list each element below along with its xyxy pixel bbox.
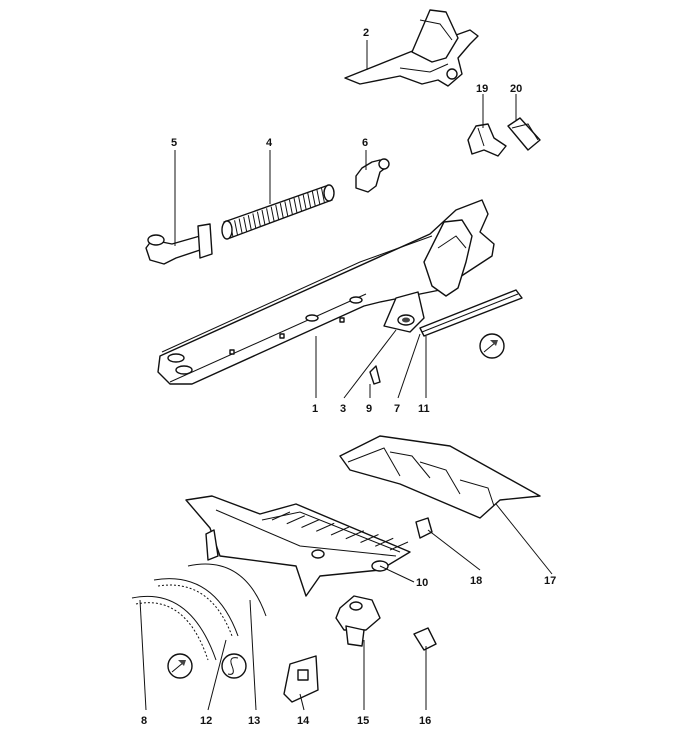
part-4-hose xyxy=(221,184,335,240)
cross-member-rib xyxy=(345,530,364,540)
label-part-16: 16 xyxy=(419,715,431,727)
part-18-bracket xyxy=(415,517,433,539)
label-part-11: 11 xyxy=(418,403,430,415)
cross-member-rib xyxy=(301,519,320,528)
part-8-seal xyxy=(131,595,217,661)
label-part-15: 15 xyxy=(357,715,369,727)
label-part-2: 2 xyxy=(363,27,369,39)
cross-member-rib xyxy=(375,537,394,547)
part-3-mount xyxy=(383,291,425,333)
label-part-1: 1 xyxy=(312,403,318,415)
part-9-tab xyxy=(369,365,381,385)
hose-rib xyxy=(238,218,243,234)
part-2-bracket xyxy=(344,9,479,87)
hose-rib xyxy=(293,197,298,214)
label-part-7: 7 xyxy=(394,403,400,415)
arrow-circle-icon xyxy=(479,333,505,359)
label-part-19: 19 xyxy=(476,83,488,95)
part-16-bracket xyxy=(413,627,437,651)
part-13-seal xyxy=(187,563,267,617)
hose-rib xyxy=(234,220,239,236)
part-10-cross-member xyxy=(185,495,411,597)
part-20-plate xyxy=(507,117,541,151)
hose-rib xyxy=(266,208,271,224)
label-part-4: 4 xyxy=(266,137,273,149)
cross-member-rib xyxy=(271,511,291,521)
cross-member-rib xyxy=(330,526,350,536)
label-part-18: 18 xyxy=(470,575,482,587)
hose-rib xyxy=(270,206,275,222)
part-1-frame-member xyxy=(157,199,495,385)
part-17-floor-panel xyxy=(339,435,541,519)
part-number-labels: 2 19 20 5 4 6 1 3 9 7 11 18 17 10 8 12 1… xyxy=(141,27,556,727)
hose-rib xyxy=(302,194,307,210)
hose-rib xyxy=(247,215,252,231)
arrow-circle-icon xyxy=(167,653,193,679)
label-part-9: 9 xyxy=(366,403,372,415)
hose-rib xyxy=(261,209,266,226)
cross-member-rib xyxy=(316,522,335,532)
label-part-13: 13 xyxy=(248,715,260,727)
hose-rib xyxy=(243,216,248,232)
part-15-bracket xyxy=(335,595,381,647)
cross-member-rib xyxy=(360,534,379,543)
part-12-seal xyxy=(153,578,239,637)
hose-rib xyxy=(256,211,261,227)
part-19-clip xyxy=(467,123,507,157)
label-part-17: 17 xyxy=(544,575,556,587)
label-part-3: 3 xyxy=(340,403,346,415)
label-part-14: 14 xyxy=(297,715,310,727)
part-11-strip xyxy=(419,289,523,337)
part-14-plate xyxy=(283,655,319,703)
label-part-10: 10 xyxy=(416,577,428,589)
hose-rib xyxy=(275,204,280,220)
label-part-20: 20 xyxy=(510,83,522,95)
leader-lines xyxy=(139,40,553,711)
hose-rib xyxy=(284,201,289,217)
cross-member-rib xyxy=(286,515,305,525)
hose-rib xyxy=(311,191,316,207)
hose-rib xyxy=(316,189,321,205)
cross-member-rib xyxy=(389,541,409,551)
hose-rib xyxy=(307,192,312,208)
part-5-pipe xyxy=(145,223,213,265)
hose-rib xyxy=(288,199,293,215)
label-part-8: 8 xyxy=(141,715,147,727)
hose-rib xyxy=(320,187,325,203)
hose-rib xyxy=(252,213,257,229)
label-part-5: 5 xyxy=(171,137,177,149)
label-part-12: 12 xyxy=(200,715,212,727)
label-part-6: 6 xyxy=(362,137,368,149)
hose-rib xyxy=(279,203,284,219)
s-curve-circle-icon xyxy=(221,653,247,679)
hose-rib xyxy=(298,196,303,212)
part-6-elbow xyxy=(355,158,390,193)
